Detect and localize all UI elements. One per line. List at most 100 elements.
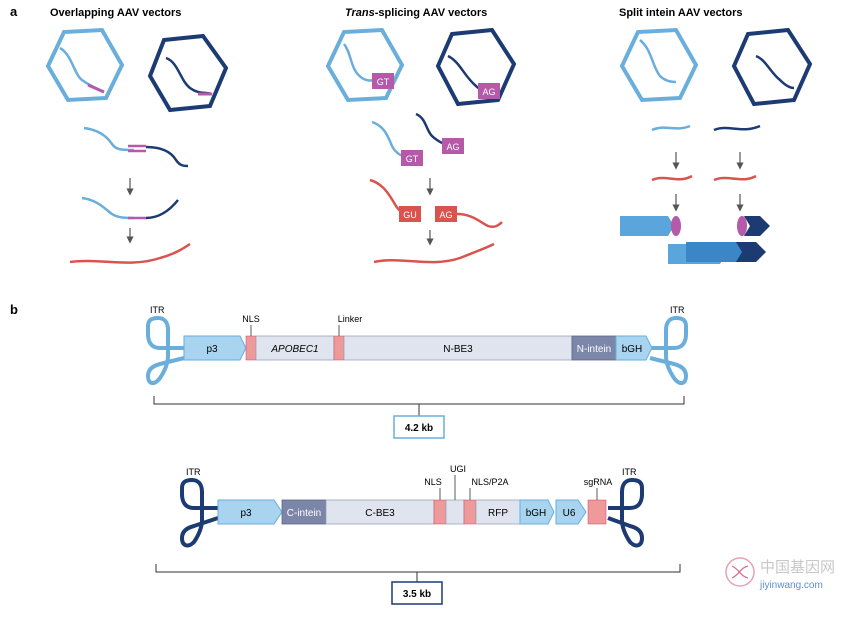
ag-tag-capsid [478,83,500,99]
c2-cbe3-box [325,499,435,525]
capsid-light-1 [45,27,125,103]
genome-light-5 [639,39,677,84]
c1-size-bracket [153,396,685,405]
c2-bgh-box [519,499,555,525]
c2-cbe3-label: C-BE3 [365,508,395,519]
c1-size-box [393,415,445,439]
strand-light-2 [83,126,135,152]
n-intein-dot [671,216,681,236]
mrna-trans [373,242,495,264]
capsid-light-3 [619,27,699,103]
title-trans-rest: -splicing AAV vectors [375,7,487,19]
c2-nlsp2a-box [463,499,477,525]
strand-dark-6 [713,124,761,132]
c2-u6-promoter [555,499,587,525]
c1-nbe3-label: N-BE3 [443,344,473,355]
protein-full-mid [686,242,746,262]
c2-bgh-label: bGH [526,508,547,519]
ag-tag-rna-label: AG [439,210,452,220]
c1-nls-label: NLS [242,314,260,324]
protein-c-half [744,216,770,236]
c1-itr-left-label: ITR [150,305,165,315]
watermark-logo-icon [725,557,755,587]
rna-right [456,212,503,229]
c-intein-dot [737,216,747,236]
c2-itr-left [179,477,219,548]
title-overlapping: Overlapping AAV vectors [50,7,181,19]
gu-tag-rna [399,206,421,222]
c1-nintein-label: N-intein [577,344,611,355]
mrna-split-1 [651,174,693,182]
title-trans-italic: Trans [345,7,375,19]
c1-itr-right-label: ITR [670,305,685,315]
c2-size-label: 3.5 kb [403,589,431,600]
c1-p3-promoter [183,335,247,361]
c2-p3-label: p3 [240,508,252,519]
c2-size-bracket [155,564,681,573]
c2-ugi-label: UGI [450,464,466,474]
c2-itr-right [607,477,645,548]
panel-a-label: a [10,4,18,19]
c2-rfp-box [475,499,521,525]
watermark-helix-icon [731,565,749,579]
c1-apobec-label: APOBEC1 [270,344,318,355]
ag-tag-dna-label: AG [446,142,459,152]
c2-nlsp2a-label: NLS/P2A [471,477,508,487]
capsid-light-2 [325,27,405,103]
c2-itr-right-label: ITR [622,467,637,477]
strand-light-6 [651,124,691,132]
protein-n-half [620,216,674,236]
protein-full-dark [736,242,766,262]
c1-p3-label: p3 [206,344,218,355]
c1-nls-box [245,335,257,361]
watermark-cn: 中国基因网 [760,559,835,576]
panel-b-label: b [10,302,18,317]
c1-bgh-box [615,335,653,361]
c2-itr-left-label: ITR [186,467,201,477]
c1-nintein-box [571,335,617,361]
c2-size-box [391,581,443,605]
strand-joined-light [81,196,135,220]
capsid-dark-3 [731,27,813,107]
c1-itr-left [145,315,185,385]
c1-size-label: 4.2 kb [405,423,433,434]
capsid-dark-2 [435,27,517,107]
c1-bgh-label: bGH [622,344,643,355]
gt-tag-dna-label: GT [406,154,419,164]
title-trans-splicing: Trans-splicing AAV vectors [345,7,487,19]
c2-p3-promoter [217,499,283,525]
c2-nls-box [433,499,447,525]
ag-tag-dna [442,138,464,154]
mrna-split-2 [713,174,757,182]
genome-dark-5 [755,54,795,90]
c1-linker-box [333,335,345,361]
c2-ugi-box [445,499,465,525]
c1-itr-right [649,315,689,385]
ag-tag-rna [435,206,457,222]
strand-dark-2 [145,145,189,168]
c2-cintein-label: C-intein [287,508,321,519]
watermark-url: jiyinwang.com [759,580,823,591]
c2-u6-label: U6 [563,508,576,519]
genome-light-1 [59,46,105,94]
c2-sgrna-label: sgRNA [584,477,613,487]
c2-nls-label: NLS [424,477,442,487]
mrna-overlap [69,242,191,264]
overlap-tip-1 [87,83,105,94]
strand-dark-4 [415,112,445,146]
gt-tag-capsid [372,73,394,89]
c1-linker-label: Linker [338,314,363,324]
c2-rfp-label: RFP [488,508,508,519]
c2-cintein-box [281,499,327,525]
genome-light-3 [342,43,377,82]
genome-dark-1 [165,56,213,96]
overlap-pair [128,144,146,153]
gu-tag-rna-label: GU [403,210,417,220]
capsid-dark-1 [147,33,229,113]
ag-tag-capsid-label: AG [482,87,495,97]
strand-joined-dark [145,199,179,220]
c2-sgrna-box [587,499,607,525]
gt-tag-dna [401,150,423,166]
title-split-intein: Split intein AAV vectors [619,7,742,19]
